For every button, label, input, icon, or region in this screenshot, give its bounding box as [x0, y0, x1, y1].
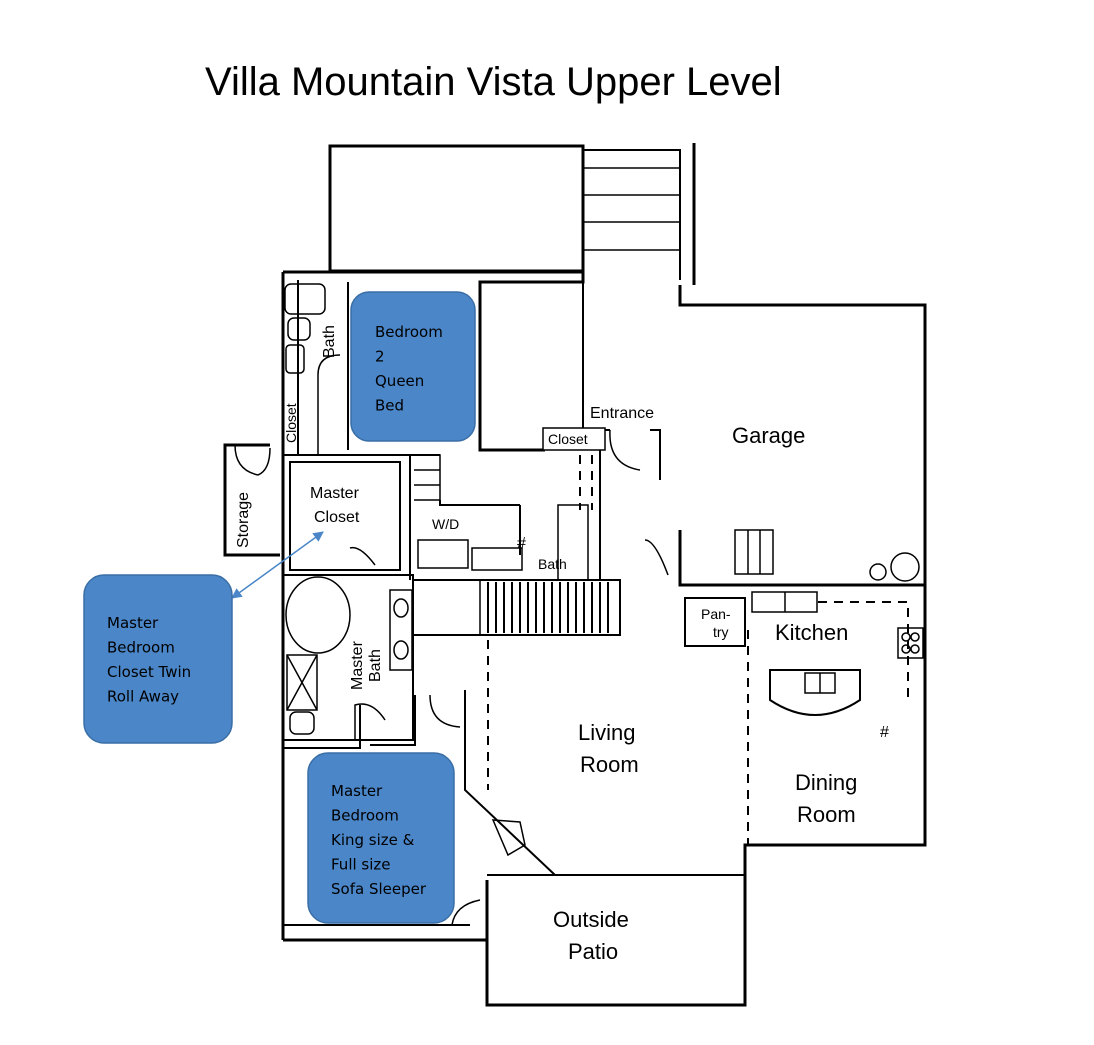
- note-line: King size &: [331, 831, 415, 849]
- room-label-patio: Outside: [553, 907, 629, 932]
- room-label-storage: Storage: [235, 492, 252, 548]
- room-label-hash-center: #: [517, 535, 526, 552]
- room-label-living: Living: [578, 720, 635, 745]
- note-line: 2: [375, 348, 385, 366]
- room-label-kitchen: Kitchen: [775, 620, 848, 645]
- room-label-master-bath: Master: [349, 640, 366, 690]
- bedroom2-note-box: [350, 291, 476, 442]
- note-line: Bedroom: [107, 639, 175, 657]
- room-label-entrance: Entrance: [590, 405, 654, 422]
- master-closet-note-box: [83, 574, 233, 744]
- walls: [223, 143, 927, 1007]
- note-line: Closet Twin: [107, 663, 191, 681]
- room-label-wd: W/D: [432, 516, 459, 532]
- room-label-dining-2: Room: [797, 802, 856, 827]
- room-label-master-bath-2: Bath: [367, 649, 384, 682]
- room-label-garage: Garage: [732, 423, 805, 448]
- plan-title: Villa Mountain Vista Upper Level: [205, 60, 782, 104]
- note-line: Roll Away: [107, 688, 179, 706]
- note-line: Sofa Sleeper: [331, 880, 427, 898]
- note-line: Master: [331, 782, 383, 800]
- note-line: Master: [107, 614, 159, 632]
- note-line: Full size: [331, 856, 391, 874]
- room-label-bath-center: Bath: [538, 556, 567, 572]
- room-label-hash-kitchen: #: [880, 724, 889, 741]
- room-label-living-2: Room: [580, 752, 639, 777]
- note-line: Bedroom: [331, 807, 399, 825]
- note-line: Queen: [375, 372, 424, 390]
- room-label-closet-upper: Closet: [283, 403, 299, 443]
- note-line: Bed: [375, 397, 404, 415]
- room-labels: Bath Closet Storage Master Closet W/D # …: [235, 325, 889, 964]
- room-label-closet-entry: Closet: [548, 431, 588, 447]
- master-bedroom-note-box: [307, 752, 455, 924]
- room-label-master-closet-2: Closet: [314, 509, 360, 526]
- room-label-pantry-2: try: [713, 624, 729, 640]
- closet-arrow: [231, 531, 324, 599]
- room-label-dining: Dining: [795, 770, 857, 795]
- room-label-master-closet: Master: [310, 485, 360, 502]
- room-label-bath-upper: Bath: [321, 325, 338, 358]
- room-label-patio-2: Patio: [568, 939, 618, 964]
- note-line: Bedroom: [375, 323, 443, 341]
- room-label-pantry: Pan-: [701, 606, 731, 622]
- closet-entry-box: [542, 427, 606, 451]
